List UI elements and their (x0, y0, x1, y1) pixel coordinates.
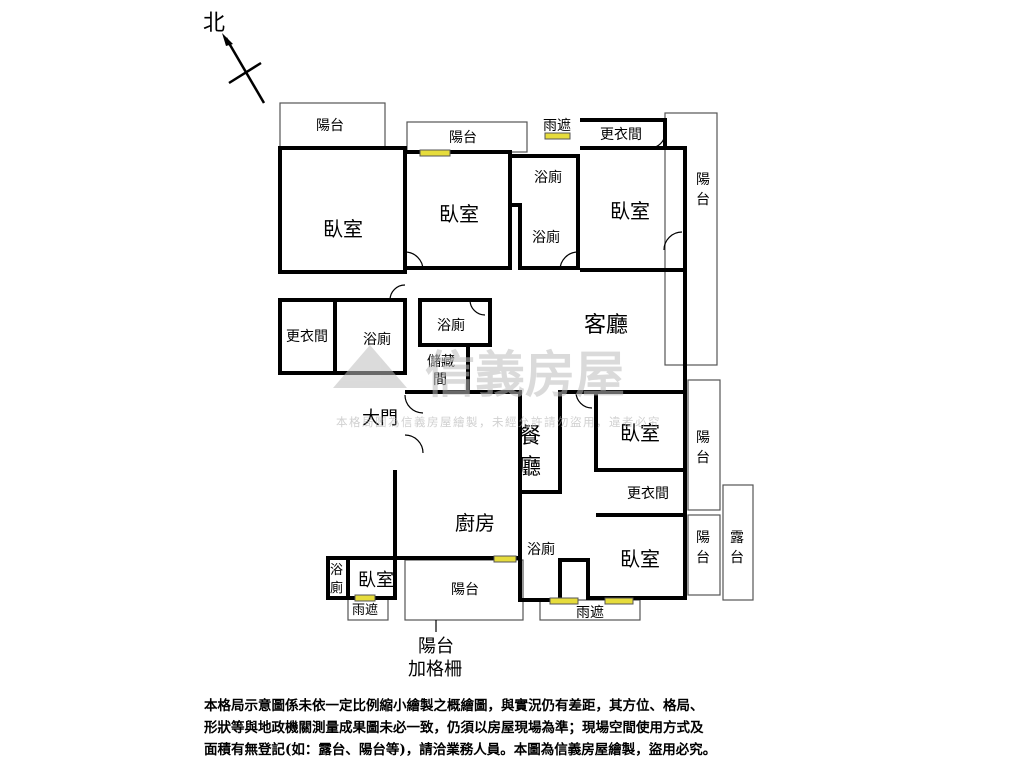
label-canopy-s: 雨遮 (576, 605, 604, 621)
label-closet-ne: 更衣間 (600, 127, 642, 143)
wall-baths-north (510, 154, 580, 270)
label-bath-3: 浴廁 (363, 331, 391, 348)
door-bath (559, 251, 579, 271)
wall-bedroom-1 (278, 146, 407, 274)
balcony-east-top (664, 112, 718, 366)
wall-bath-center (418, 298, 492, 347)
walls (278, 118, 687, 602)
label-balcony-south: 陽台 (451, 582, 479, 598)
watermark-brand: 信義房屋 (425, 346, 625, 404)
label-canopy-sw: 雨遮 (352, 602, 378, 618)
label-balcony-nw: 陽台 (316, 118, 344, 134)
north-label: 北 (203, 11, 225, 36)
label-balcony-east-low-2: 台 (696, 550, 710, 566)
disclaimer-line-2: 形狀等與地政機關測量成果圖未必一致，仍須以房屋現場為準；現場空間使用方式及 (204, 720, 704, 736)
doors (389, 132, 683, 454)
label-balcony-n: 陽台 (449, 130, 477, 146)
window-1 (419, 149, 451, 157)
disclaimer: 本格局示意圖係未依一定比例縮小繪製之概繪圖，與實況仍有差距，其方位、格局、 形狀… (204, 695, 844, 761)
balcony-east-mid (687, 379, 721, 511)
wall-bedroom-2 (405, 150, 512, 270)
watermark-logo (333, 345, 407, 388)
label-balcony-east-mid-2: 台 (696, 450, 710, 466)
label-bath-small-1: 浴 (330, 563, 343, 578)
watermark-notice: 本格局圖為信義房屋繪製，未經允許請勿盜用，違者必究 (336, 415, 661, 429)
window-5 (549, 597, 579, 605)
label-storage-1: 儲藏 (427, 354, 455, 370)
label-bath-1: 浴廁 (534, 169, 562, 186)
label-kitchen: 廚房 (455, 511, 495, 535)
wall-bedroom-4 (594, 390, 685, 517)
window-3 (493, 555, 517, 563)
label-balcony-east-low-1: 陽 (696, 530, 710, 546)
balcony-east-low (687, 514, 721, 596)
wall-closet-ne (580, 118, 667, 150)
compass: 北 (203, 11, 266, 104)
door-bath-w (389, 284, 406, 301)
label-bedroom-4: 臥室 (620, 421, 660, 445)
disclaimer-line-1: 本格局示意圖係未依一定比例縮小繪製之概繪圖，與實況仍有差距，其方位、格局、 (204, 698, 704, 714)
disclaimer-line-3: 面積有無登記(如：露台、陽台等)，請洽業務人員。本圖為信義房屋繪製，盜用必究。 (204, 742, 717, 758)
wall-sw-rooms (326, 556, 397, 600)
door-bath-center (469, 299, 486, 316)
label-living-room: 客廳 (584, 313, 628, 338)
label-bedroom-3: 臥室 (610, 199, 650, 223)
door-bedroom-4 (575, 391, 593, 409)
window-2 (544, 132, 571, 140)
north-arrow (224, 37, 266, 104)
label-bath-2: 浴廁 (532, 229, 560, 246)
label-terrace-2: 台 (730, 550, 744, 566)
label-bedroom-1: 臥室 (323, 217, 363, 241)
label-bedroom-small: 臥室 (358, 570, 394, 591)
label-entrance: 大門 (362, 408, 398, 429)
annotation-line2: 加格柵 (408, 659, 462, 680)
label-bath-4: 浴廁 (437, 317, 465, 334)
label-bath-5: 浴廁 (527, 541, 555, 558)
label-bedroom-2: 臥室 (439, 202, 479, 226)
label-balcony-east-top-1: 陽 (696, 172, 710, 188)
label-canopy-n: 雨遮 (543, 118, 571, 134)
wall-east-outer (518, 150, 687, 602)
windows (354, 132, 634, 605)
label-bedroom-5: 臥室 (620, 547, 660, 571)
terrace (722, 484, 754, 601)
label-balcony-east-mid-1: 陽 (696, 430, 710, 446)
label-bath-small-2: 廁 (330, 580, 343, 596)
compass-crossbar (228, 61, 262, 85)
door-bedroom-1 (404, 251, 424, 271)
window-6 (604, 597, 634, 605)
annotation-line1: 陽台 (418, 636, 454, 657)
door-entrance-2 (404, 434, 424, 454)
label-dining-1: 餐 (519, 424, 541, 449)
label-dining-2: 廳 (519, 455, 541, 480)
watermark: 信義房屋 本格局圖為信義房屋繪製，未經允許請勿盜用，違者必究 (333, 345, 661, 429)
label-balcony-east-top-2: 台 (696, 192, 710, 208)
label-closet-w: 更衣間 (286, 329, 328, 345)
door-closet (649, 132, 666, 149)
label-terrace-1: 露 (730, 530, 744, 546)
window-4 (354, 594, 376, 602)
door-entrance-1 (404, 394, 424, 414)
label-closet-se: 更衣間 (627, 486, 669, 502)
wall-dining (405, 390, 596, 494)
room-labels: 陽台 陽台 雨遮 更衣間 陽 台 臥室 臥室 臥室 浴廁 浴廁 更衣間 浴廁 浴… (286, 118, 744, 680)
door-bedroom-3 (663, 231, 683, 251)
label-storage-2: 間 (433, 372, 447, 388)
north-arrow-head (222, 33, 233, 46)
